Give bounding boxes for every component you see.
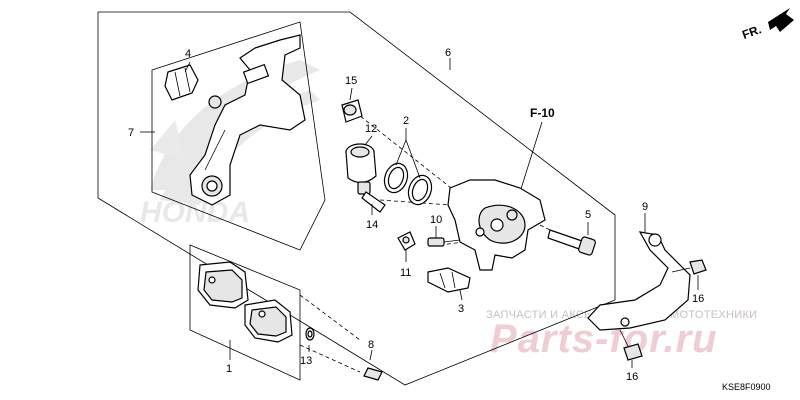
- part-9-caliper-guard: [587, 231, 691, 331]
- part-16-bolt-upper: [671, 259, 707, 275]
- part-6-caliper-body: [447, 179, 546, 271]
- bracket-assembly-outline: [151, 21, 326, 251]
- front-direction-arrow: FR.: [740, 8, 794, 42]
- callout-11: 11: [400, 267, 411, 279]
- callout-2: 2: [403, 115, 409, 127]
- part-12-piston: [345, 143, 377, 184]
- leader-8: [369, 349, 373, 361]
- leader-dashed-pin5: [539, 224, 591, 251]
- pad-set-outline: [189, 244, 301, 381]
- callout-5: 5: [585, 209, 591, 221]
- callout-9: 9: [642, 201, 648, 213]
- leader-dashed-pad: [299, 294, 361, 341]
- part-1-brake-pad-outer: [244, 299, 293, 343]
- callout-10: 10: [430, 214, 442, 226]
- leader-3: [459, 289, 463, 301]
- callout-6: 6: [445, 47, 451, 59]
- part-1-brake-pad-inner: [197, 261, 249, 309]
- part-10-bleeder-valve: [427, 237, 461, 247]
- front-direction-label: FR.: [740, 22, 763, 42]
- part-3-pad-retainer: [427, 267, 471, 293]
- leader-4: [184, 61, 191, 73]
- callout-16-upper: 16: [692, 293, 704, 305]
- part-8-pad-pin: [339, 357, 383, 381]
- leader-2b: [405, 139, 421, 179]
- leader-15: [349, 87, 353, 101]
- part-11-bleeder-cap: [397, 231, 416, 251]
- callout-13: 13: [300, 355, 312, 367]
- caliper-assembly-outline: [97, 11, 616, 386]
- callout-8: 8: [368, 339, 374, 351]
- part-4-pad-spring: [164, 64, 199, 101]
- part-14-pin-bolt: [357, 181, 386, 213]
- callout-3: 3: [458, 303, 464, 315]
- leader-2a: [395, 139, 407, 166]
- callout-14: 14: [366, 219, 378, 231]
- callout-15: 15: [345, 75, 357, 87]
- reference-label: F-10: [530, 106, 555, 120]
- part-13-pad-pin-clip: [305, 327, 315, 341]
- part-7-caliper-bracket: [189, 34, 306, 206]
- part-2-piston-seals: [383, 162, 433, 206]
- leader-12: [364, 135, 373, 146]
- callout-7: 7: [128, 127, 134, 139]
- part-15-pin-boot: [341, 99, 363, 123]
- leader-dashed-bleeder: [354, 111, 461, 196]
- part-5-slide-pin: [547, 229, 596, 256]
- part-16-bolt-lower: [619, 329, 643, 361]
- callout-12: 12: [365, 123, 377, 135]
- callout-16-lower: 16: [626, 371, 638, 383]
- callout-4: 4: [185, 48, 191, 60]
- leader-dashed-pin: [299, 344, 361, 373]
- diagram-code: KSE8F0900: [722, 382, 771, 392]
- callout-1: 1: [226, 363, 232, 375]
